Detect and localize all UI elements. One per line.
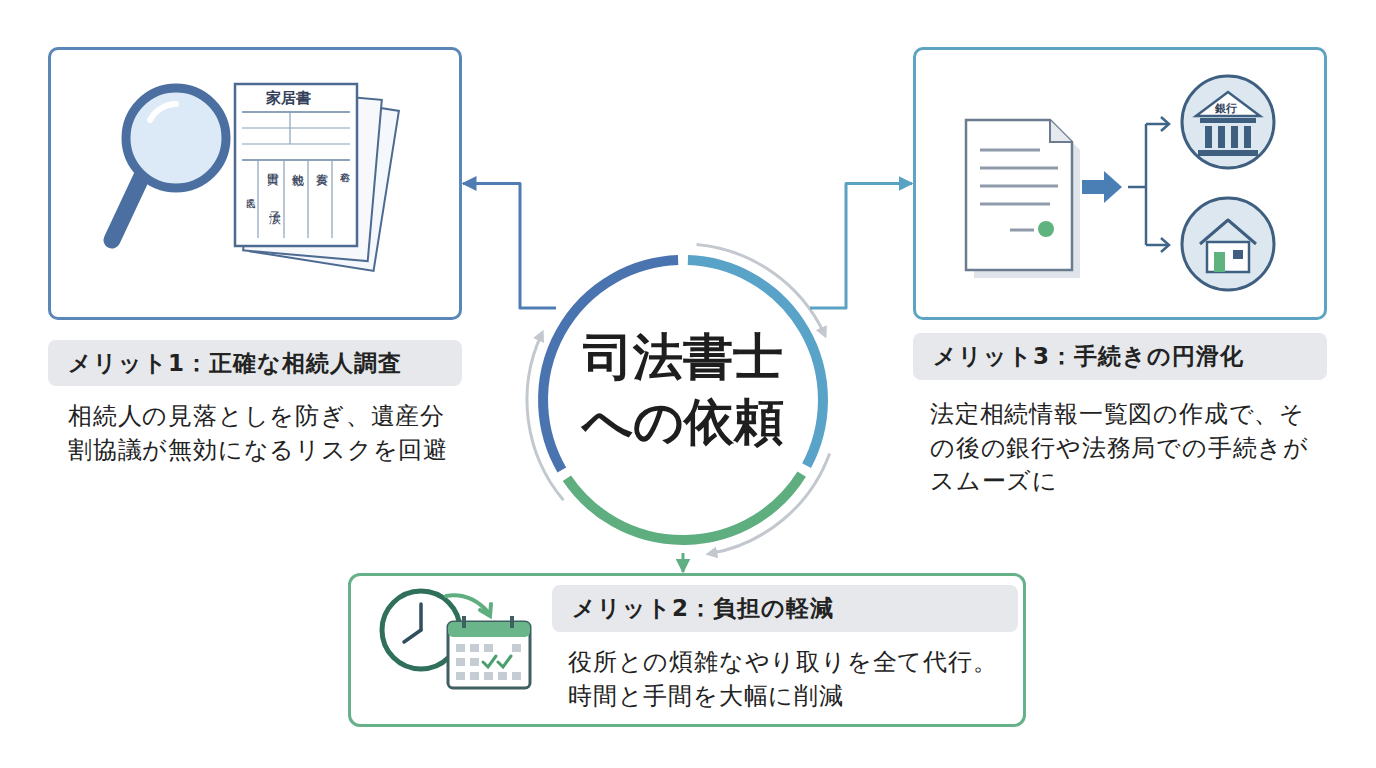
bank-sign: 銀行 [1215,101,1237,116]
house-icon [1182,198,1274,290]
table-line [283,160,284,238]
certificate-icon [966,120,1080,278]
branch-line [1146,123,1168,126]
bank-column [1244,126,1251,148]
calendar-cell [456,658,465,666]
branch-line [1128,186,1146,189]
house-roof [1200,220,1256,244]
branch-arrowhead [1161,238,1169,252]
table-line [289,112,290,144]
icon-circle [1182,198,1274,290]
magnifier-handle [112,176,142,240]
table-line [307,160,308,238]
calendar-cell [484,672,493,680]
bank-beam [1200,118,1256,123]
text-line [1010,229,1034,232]
merit-description: 法定相続情報一覧図の作成で、その後の銀行や法務局での手続きがスムーズに [930,398,1310,499]
table-line [257,160,258,238]
paper-sheet [243,89,382,261]
merit-heading: メリット3：手続きの円滑化 [913,333,1327,380]
seal-mark [1038,221,1054,237]
document-title: 家居書 [266,89,311,108]
connector-arrow [682,553,685,572]
table-line [242,143,350,144]
merit-heading: メリット2：負担の軽減 [552,585,1018,632]
paper-sheet [250,91,399,271]
calendar-cell [456,644,465,652]
calendar-cell [512,672,521,680]
time-arrowhead [480,604,491,616]
flow-arrow [1082,171,1122,203]
text-line [980,149,1040,152]
calendar-body [448,622,530,688]
calendar-ring [510,616,514,628]
hub-circle: 司法書士への依頼 [516,233,850,567]
document-shadow [974,128,1080,278]
merit-description: 役所との煩雑なやり取りを全て代行。 時間と手間を大幅に削減 [568,646,1003,713]
magnifier-lens [126,88,226,188]
hub-fill [549,266,817,534]
merit-description: 相続人の見落としを防ぎ、遺産分割協議が無効になるリスクを回避 [68,400,448,467]
branch-arrowhead [1161,117,1169,131]
table-line [242,111,350,113]
merit-card: メリット1：正確な相続人調査相続人の見落としを防ぎ、遺産分割協議が無効になるリス… [48,47,462,320]
clock-hand [419,604,423,630]
calendar-cell [470,644,479,652]
cycle-arc [527,334,564,500]
check-mark [483,656,496,667]
calendar-cell [470,658,479,666]
bank-roof [1196,92,1260,116]
text-line [980,203,1050,206]
document-fold [1050,120,1072,142]
table-line [331,160,332,238]
clock-face [382,591,460,669]
check-mark [498,656,511,667]
merit-card: メリット3：手続きの円滑化法定相続情報一覧図の作成で、その後の銀行や法務局での手… [913,47,1327,320]
calendar-cell [484,644,493,652]
bank-column [1205,126,1212,148]
time-arrow [446,595,488,612]
bank-column [1218,126,1225,148]
house-door [1214,252,1225,272]
calendar-cell [498,672,507,680]
calendar-ring [462,616,466,628]
calendar-cell [512,644,521,652]
clock-calendar-icon [382,591,530,688]
magnifier-icon [112,88,226,240]
cycle-arc [710,453,830,553]
merit-card: メリット2：負担の軽減役所との煩雑なやり取りを全て代行。 時間と手間を大幅に削減 [348,573,1026,727]
house-body [1207,242,1249,272]
calendar-grid [456,644,521,680]
table-line [242,159,350,161]
house-window [1233,250,1243,259]
bank-base [1198,150,1258,156]
text-line [980,167,1058,170]
lens-glint [150,104,176,120]
connector-arrow [810,184,912,309]
branch-lines [1128,117,1169,252]
icon-circle [1182,76,1274,168]
clock-hand [404,630,421,642]
hub-title: 司法書士への依頼 [578,325,788,455]
calendar-cell [470,672,479,680]
document-sheet [966,120,1072,270]
bank-icon [1182,76,1274,168]
document-stack [235,84,399,271]
text-line [980,185,1058,188]
paper-sheet [235,84,357,246]
table-line [242,127,350,128]
branch-line [1145,124,1148,245]
merit-heading: メリット1：正確な相続人調査 [48,340,462,386]
bank-column [1231,126,1238,148]
branch-line [1146,244,1168,247]
connector-arrow [463,184,556,309]
calendar-cell [456,672,465,680]
calendar-header [448,622,530,637]
cycle-arc [697,245,825,335]
